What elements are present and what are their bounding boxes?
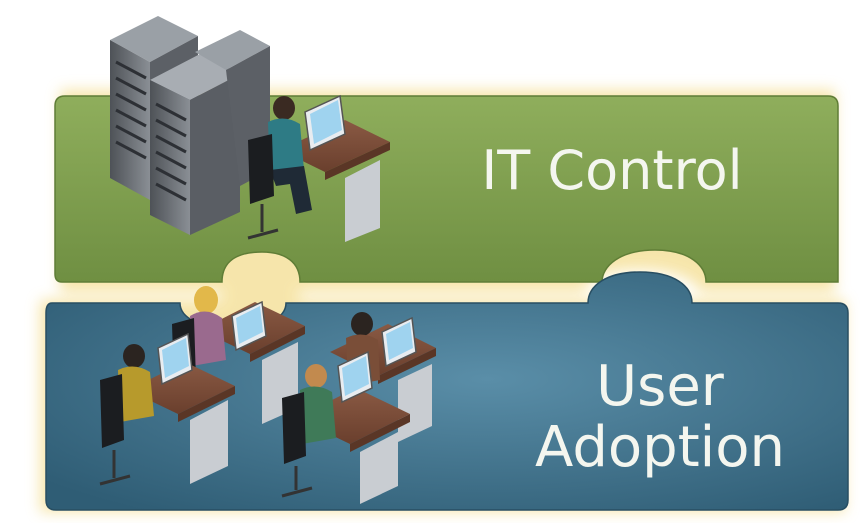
user-adoption-label-line1: User	[596, 354, 725, 419]
user-adoption-label-line2: Adoption	[535, 415, 785, 480]
office-worker-icon	[99, 332, 235, 486]
office-worker-icon	[281, 350, 410, 504]
server-rack-icon	[110, 16, 270, 235]
office-worker-icon	[247, 94, 390, 242]
it-control-label: IT Control	[481, 139, 742, 202]
